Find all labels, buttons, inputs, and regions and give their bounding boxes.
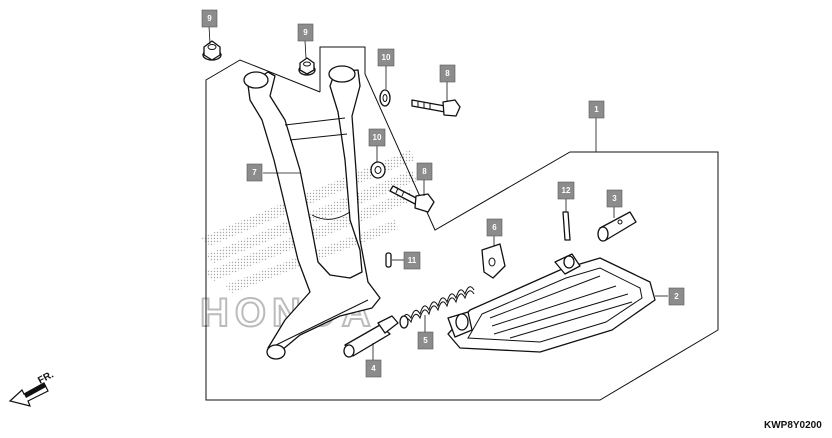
flange-nut-1[interactable] — [202, 40, 222, 61]
svg-text:10: 10 — [382, 53, 391, 62]
flange-bolt-2[interactable] — [389, 185, 435, 213]
diagram-code: KWP8Y0200 — [764, 420, 822, 431]
svg-text:6: 6 — [492, 223, 497, 232]
callout-9-left: 9 — [201, 9, 218, 28]
callout-3: 3 — [606, 189, 623, 208]
svg-text:12: 12 — [562, 186, 571, 195]
callout-8-upper: 8 — [439, 64, 456, 83]
flange-nut-2[interactable] — [298, 57, 316, 76]
callout-7: 7 — [246, 163, 263, 182]
front-direction-arrow-icon: FR. — [8, 369, 56, 407]
spring-pin[interactable] — [562, 211, 571, 241]
svg-text:2: 2 — [674, 292, 679, 301]
callout-10-upper: 10 — [377, 48, 395, 67]
callout-1: 1 — [588, 100, 605, 119]
callout-5: 5 — [417, 331, 434, 350]
flange-bolt-1[interactable] — [411, 99, 461, 117]
svg-text:8: 8 — [445, 69, 450, 78]
stand-pivot-pipe[interactable] — [597, 211, 637, 242]
callout-11: 11 — [403, 251, 421, 270]
svg-text:7: 7 — [252, 168, 257, 177]
stopper-rubber[interactable] — [481, 243, 506, 279]
assembly-frame — [205, 46, 719, 401]
callout-9-right: 9 — [297, 23, 314, 42]
svg-text:11: 11 — [408, 256, 417, 265]
svg-text:1: 1 — [594, 105, 599, 114]
callout-10-lower: 10 — [368, 128, 386, 147]
svg-text:9: 9 — [303, 28, 308, 37]
svg-text:4: 4 — [371, 364, 376, 373]
callout-8-lower: 8 — [416, 162, 433, 181]
cotter-pin[interactable] — [385, 252, 392, 268]
svg-text:5: 5 — [423, 336, 428, 345]
main-stand[interactable] — [243, 65, 381, 360]
svg-text:3: 3 — [612, 194, 617, 203]
svg-text:8: 8 — [422, 167, 427, 176]
step-bar[interactable] — [447, 253, 656, 353]
svg-text:9: 9 — [207, 14, 212, 23]
svg-text:10: 10 — [373, 133, 382, 142]
washer-2[interactable] — [370, 161, 386, 179]
stand-pivot-shaft[interactable] — [343, 315, 399, 358]
stand-spring[interactable] — [399, 286, 475, 329]
washer-1[interactable] — [379, 89, 391, 107]
callout-12: 12 — [557, 181, 575, 200]
direction-label: FR. — [36, 369, 56, 386]
callout-2: 2 — [668, 287, 685, 306]
callout-6: 6 — [486, 218, 503, 237]
callout-4: 4 — [365, 359, 382, 378]
